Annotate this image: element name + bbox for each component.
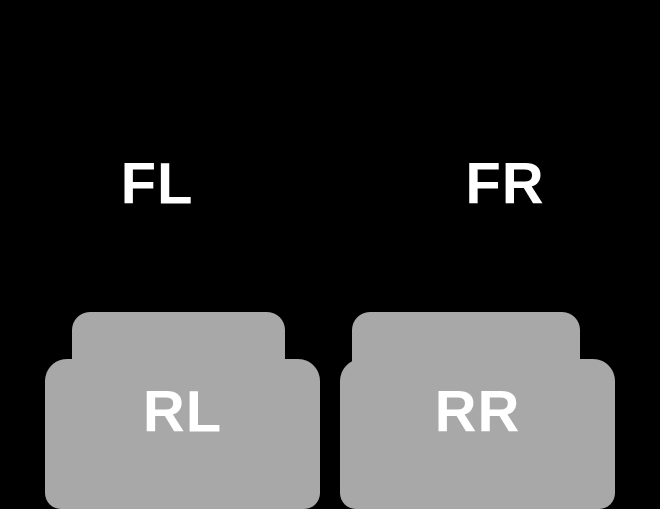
- rear-right-mat-body: [340, 359, 615, 509]
- front-left-mat-label: FL: [120, 151, 194, 217]
- rear-left-mat: RL: [45, 312, 320, 509]
- rear-right-mat: RR: [340, 312, 615, 509]
- rear-right-mat-label: RR: [434, 379, 521, 445]
- rear-left-mat-label: RL: [142, 379, 223, 445]
- rear-left-mat-body: [45, 359, 320, 509]
- front-right-mat-label: FR: [465, 151, 545, 217]
